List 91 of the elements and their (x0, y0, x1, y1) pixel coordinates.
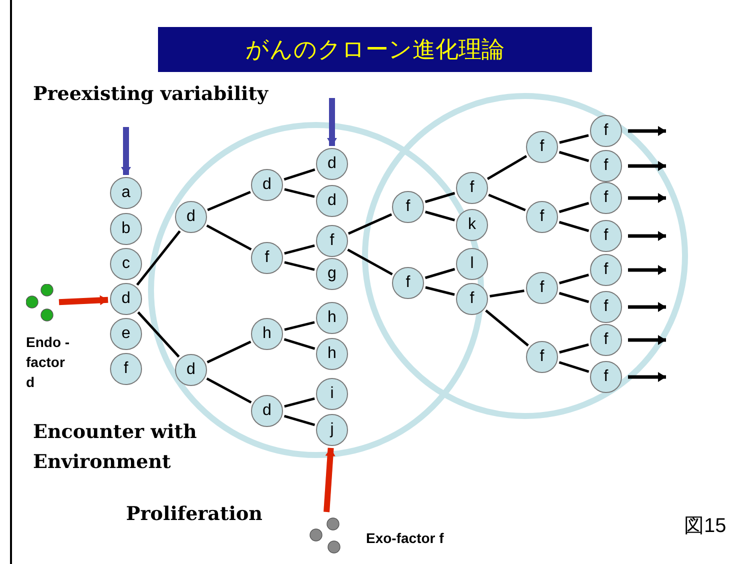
factor-label: Endo - factor d (26, 333, 71, 392)
cell-circle: f (590, 324, 622, 356)
arrow (628, 372, 666, 382)
cell-circle: f (590, 254, 622, 286)
cell-circle: f (590, 361, 622, 393)
branch-line (425, 210, 455, 222)
cell-circle: h (316, 338, 348, 370)
cell-circle: f (590, 182, 622, 214)
branch-line (206, 340, 252, 364)
branch-line (206, 377, 252, 404)
cell-circle: f (590, 115, 622, 147)
branch-line (207, 190, 251, 212)
heading-label: Proliferation (126, 502, 264, 527)
branch-line (284, 244, 315, 255)
cell-circle: f (251, 242, 283, 274)
cell-circle: a (110, 177, 142, 209)
title-banner: がんのクローン進化理論 (158, 27, 592, 72)
branch-line (486, 155, 528, 180)
branch-line (284, 338, 316, 350)
branch-line (490, 290, 524, 298)
arrow (628, 231, 666, 241)
arrow (58, 295, 108, 306)
arrow (121, 127, 131, 175)
cell-circle: f (526, 341, 558, 373)
arrow (324, 448, 336, 512)
branch-line (284, 397, 315, 408)
arrow (628, 126, 666, 136)
cell-circle: i (316, 378, 348, 410)
cell-circle: d (251, 395, 283, 427)
cell-circle: h (316, 302, 348, 334)
cell-circle: j (316, 414, 348, 446)
heading-label: Preexisting variability (33, 82, 270, 107)
branch-line (558, 150, 590, 162)
branch-line (284, 188, 315, 198)
heading-label: Encounter with Environment (33, 420, 198, 475)
branch-line (284, 168, 316, 181)
cell-circle: f (456, 172, 488, 204)
arrow (628, 193, 666, 203)
cell-circle: f (526, 272, 558, 304)
branch-line (424, 268, 456, 280)
branch-line (558, 202, 590, 214)
dots-icon (26, 284, 56, 322)
branch-line (425, 286, 455, 296)
cell-circle: d (251, 169, 283, 201)
branch-line (206, 224, 252, 251)
cell-circle: f (392, 267, 424, 299)
branch-line (559, 343, 589, 354)
cell-circle: f (392, 191, 424, 223)
branch-line (485, 310, 529, 346)
branch-line (558, 220, 590, 232)
arrow (628, 302, 666, 312)
cell-circle: e (110, 318, 142, 350)
cell-circle: d (316, 185, 348, 217)
cell-circle: f (110, 353, 142, 385)
cell-circle: d (316, 148, 348, 180)
cell-circle: d (175, 354, 207, 386)
cell-circle: l (456, 248, 488, 280)
branch-line (136, 230, 181, 286)
cell-circle: f (456, 283, 488, 315)
cell-circle: d (175, 201, 207, 233)
arrow (327, 98, 337, 146)
branch-line (558, 361, 590, 373)
cell-circle: k (456, 209, 488, 241)
figure-number: 図15 (684, 514, 728, 539)
cell-circle: f (590, 291, 622, 323)
branch-line (137, 311, 180, 358)
branch-line (559, 134, 589, 144)
cell-circle: d (110, 283, 142, 315)
cell-circle: f (526, 201, 558, 233)
cell-circle: h (251, 318, 283, 350)
cell-circle: f (316, 225, 348, 257)
factor-label: Exo-factor f (366, 529, 445, 548)
arrow (628, 335, 666, 345)
arrow (628, 161, 666, 171)
cell-circle: g (316, 258, 348, 290)
branch-line (284, 414, 316, 426)
branch-line (559, 274, 589, 284)
branch-line (347, 248, 393, 276)
branch-line (348, 213, 392, 235)
branch-line (558, 292, 590, 304)
branch-line (424, 192, 456, 204)
arrow (628, 265, 666, 275)
cell-circle: f (590, 220, 622, 252)
cell-circle: f (526, 131, 558, 163)
cell-circle: c (110, 248, 142, 280)
cell-circle: f (590, 150, 622, 182)
cell-circle: b (110, 213, 142, 245)
branch-line (284, 321, 315, 331)
branch-line (488, 194, 526, 212)
dots-icon (308, 515, 342, 555)
branch-line (284, 261, 315, 271)
